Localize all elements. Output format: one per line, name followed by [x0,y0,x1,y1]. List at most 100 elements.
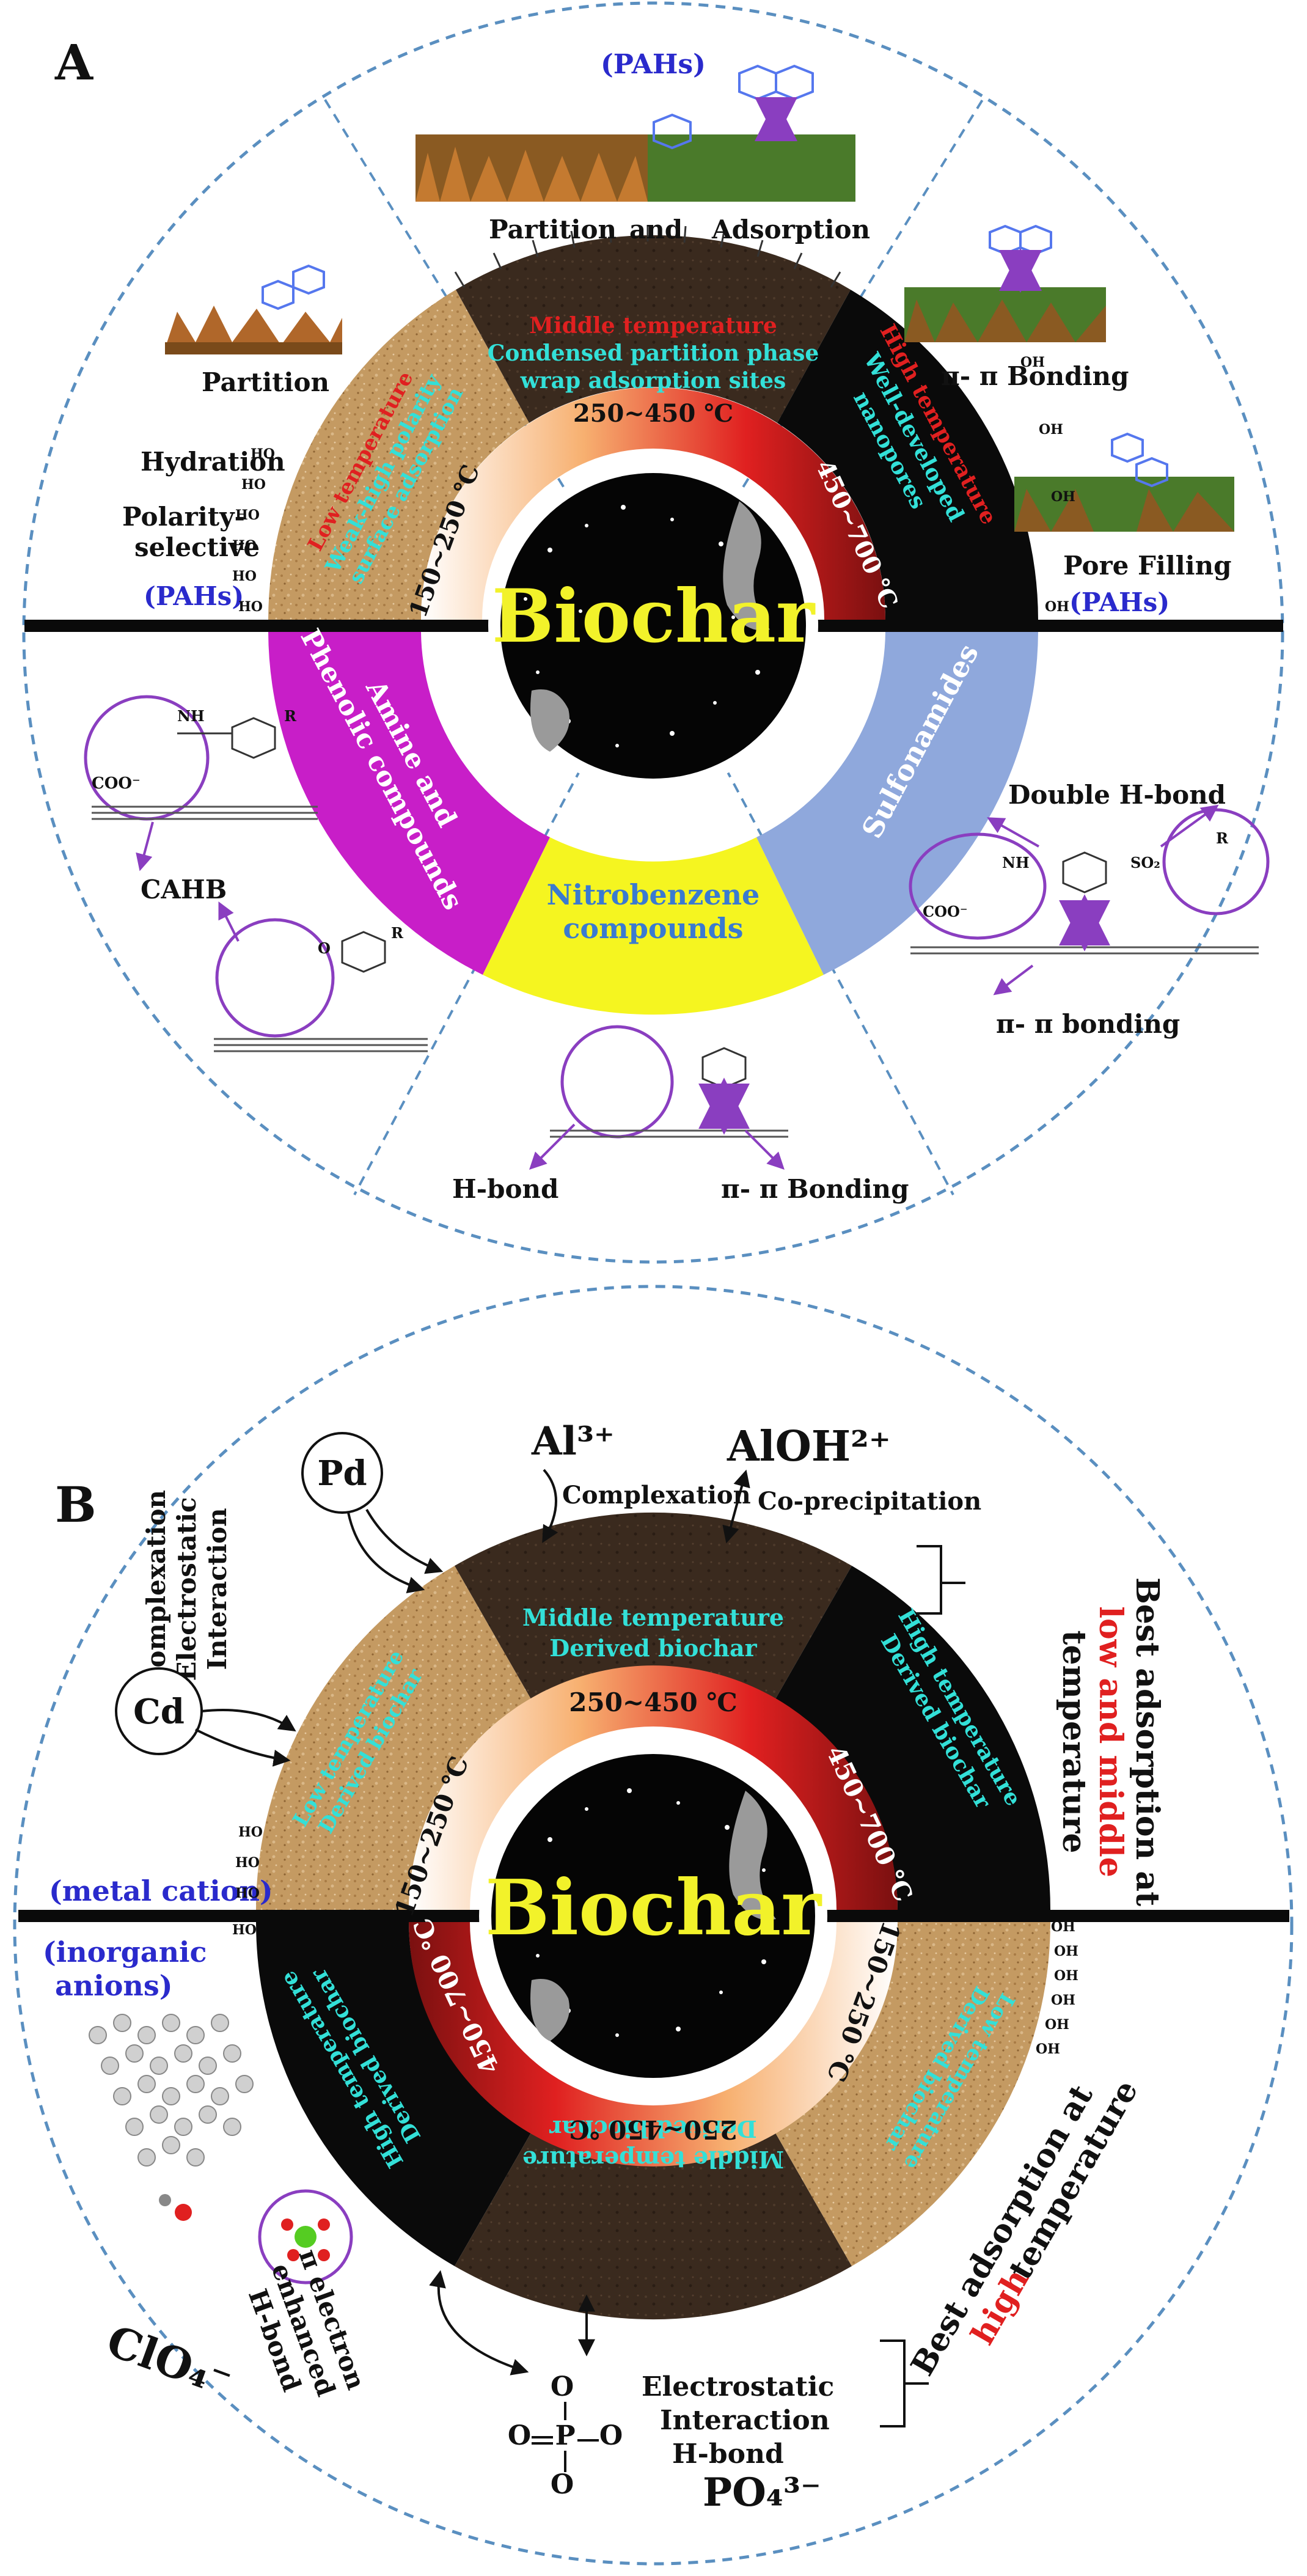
biochar-pore-shape [723,501,770,631]
clo4-label: ClO₄⁻ [100,2315,239,2407]
electrostatic-lower-3: H-bond [672,2438,784,2470]
mid-temp-label-b: Middle temperature [522,1604,784,1631]
ho-labels-left: HO HO HO HO HO HO [232,446,275,615]
temp-mid-label-a: 250~450 ℃ [573,399,733,428]
svg-text:OH: OH [1051,489,1075,505]
biochar-label-a: Biochar [492,573,816,659]
best-high-bracket [880,2339,929,2427]
mid-temp-label-a: Middle temperature [529,313,777,339]
polarity-label-1: Polarity- [122,502,245,532]
svg-text:R: R [391,924,404,942]
svg-text:OH: OH [1054,1943,1078,1959]
pore-filling-label: Pore Filling [1063,551,1231,581]
electrostatic-lower-1: Electrostatic [642,2371,834,2402]
cd-arrow-2 [195,1728,291,1767]
mid-derived-label-b: Derived biochar [549,1634,757,1662]
cahb-molecule-diagram: COO⁻ NH R [84,695,318,872]
electrostatic-lower-2: Interaction [660,2405,830,2436]
mid-temp-sector-b [455,1512,852,1699]
low-temp-sector-b [256,1566,531,1910]
svg-text:Interaction: Interaction [202,1508,232,1670]
partition-surface-image [165,264,342,354]
cd-arrow-1 [201,1709,296,1732]
svg-text:OH: OH [1051,1992,1075,2008]
svg-text:O: O [551,2371,574,2402]
svg-text:O: O [508,2420,531,2451]
mid-desc-1-a: Condensed partition phase [488,340,819,366]
panel-a-dashed-circle [22,1,1284,1264]
adsorption-label: Adsorption [711,215,870,244]
temperature-gradient-band [421,387,885,620]
pd-label: Pd [317,1453,367,1494]
partition-adsorption-surface-image [416,64,855,202]
biochar-label-b: Biochar [485,1863,822,1953]
svg-text:HO: HO [238,599,263,615]
svg-text:R: R [1216,829,1229,847]
pd-arrow-2 [365,1509,444,1574]
svg-text:OH: OH [1045,599,1069,615]
biochar-pore-shape-b2 [530,1979,569,2041]
pahs-left-label: (PAHs) [144,581,244,611]
aloh-arrow [722,1469,750,1544]
panel-a: A (PAHs) Partition and Adsorption Partit… [22,1,1284,1264]
al3-arrow [542,1469,558,1543]
al3-label: Al³⁺ [531,1418,615,1464]
phosphate-structure: O O P O O [508,2371,623,2500]
svg-text:NH: NH [1002,854,1030,872]
svg-text:HO: HO [238,1824,263,1840]
pore-filling-surface-image [1014,432,1234,532]
and-label: and [629,215,683,244]
svg-text:OH: OH [1020,354,1045,370]
temp-mid-lower-label-b: 250~450 ℃ [569,2115,737,2145]
svg-text:OH: OH [1051,1919,1075,1935]
best-low-labels: Best adsorption at low and middle temper… [1055,1577,1166,1906]
svg-text:HO: HO [241,477,266,493]
svg-text:NH: NH [177,707,205,725]
svg-text:Best adsorption at: Best adsorption at [1129,1577,1166,1906]
polarity-label-2: selective [134,532,260,562]
svg-text:HO: HO [235,507,260,523]
svg-text:Middle temperature: Middle temperature [522,2146,784,2173]
temp-band-upper-b [409,1665,898,1910]
nitrobenzene-label-2: compounds [563,912,743,945]
pi-electron-arrow [429,2270,529,2376]
svg-text:low and middle: low and middle [1092,1606,1129,1877]
svg-text:HO: HO [232,1922,257,1938]
pi-bonding-label: π- π Bonding [941,361,1129,391]
svg-text:HO: HO [235,1885,260,1901]
oh-labels-b: OH OH OH OH OH OH HO HO HO HO [232,1824,1078,2057]
svg-text:COO⁻: COO⁻ [923,903,968,920]
panel-a-lower-ring [268,632,1038,1015]
high-temp-sector-b [775,1566,1050,1910]
svg-text:R: R [284,707,297,725]
panel-a-upper-ring [268,235,1038,620]
svg-text:SO₂: SO₂ [1130,854,1160,872]
nitrobenzene-sector [483,837,824,1015]
high-temperature-sector [777,290,1038,620]
panel-b-dashed-circle [13,1285,1294,2566]
svg-text:HO: HO [251,446,275,462]
cahb-label: CAHB [141,875,227,905]
pi-bonding-surface-image [904,224,1106,342]
complexation-top-label: Complexation [562,1481,751,1510]
graphene-sheet-illustration [89,2014,353,2284]
coprecipitation-label: Co-precipitation [758,1487,981,1516]
svg-text:HO: HO [235,1855,260,1871]
phenol-molecule-diagram: O R [214,901,428,1052]
high-temp-sector-lower-b [256,1922,531,2266]
pd-circle [301,1432,383,1514]
cd-label: Cd [133,1692,185,1732]
svg-text:P: P [555,2420,575,2451]
sulfonamides-sector [756,632,1038,975]
nitro-molecule-diagram [529,1025,788,1170]
amine-phenolic-sector [268,632,550,975]
svg-text:OH: OH [1054,1968,1078,1984]
mid-temp-lower-labels-b: Middle temperature Derived biochar [522,2115,784,2173]
svg-text:Derived biochar: Derived biochar [549,2115,756,2143]
panel-b: Biochar B Al³⁺ AlOH²⁺ Complexation Co-pr… [13,1285,1294,2566]
best-low-bracket [917,1545,965,1615]
panel-a-letter: A [54,34,93,91]
svg-text:temperature: temperature [1055,1631,1093,1854]
svg-text:COO⁻: COO⁻ [92,774,141,793]
nitrobenzene-label-1: Nitrobenzene [547,878,760,911]
